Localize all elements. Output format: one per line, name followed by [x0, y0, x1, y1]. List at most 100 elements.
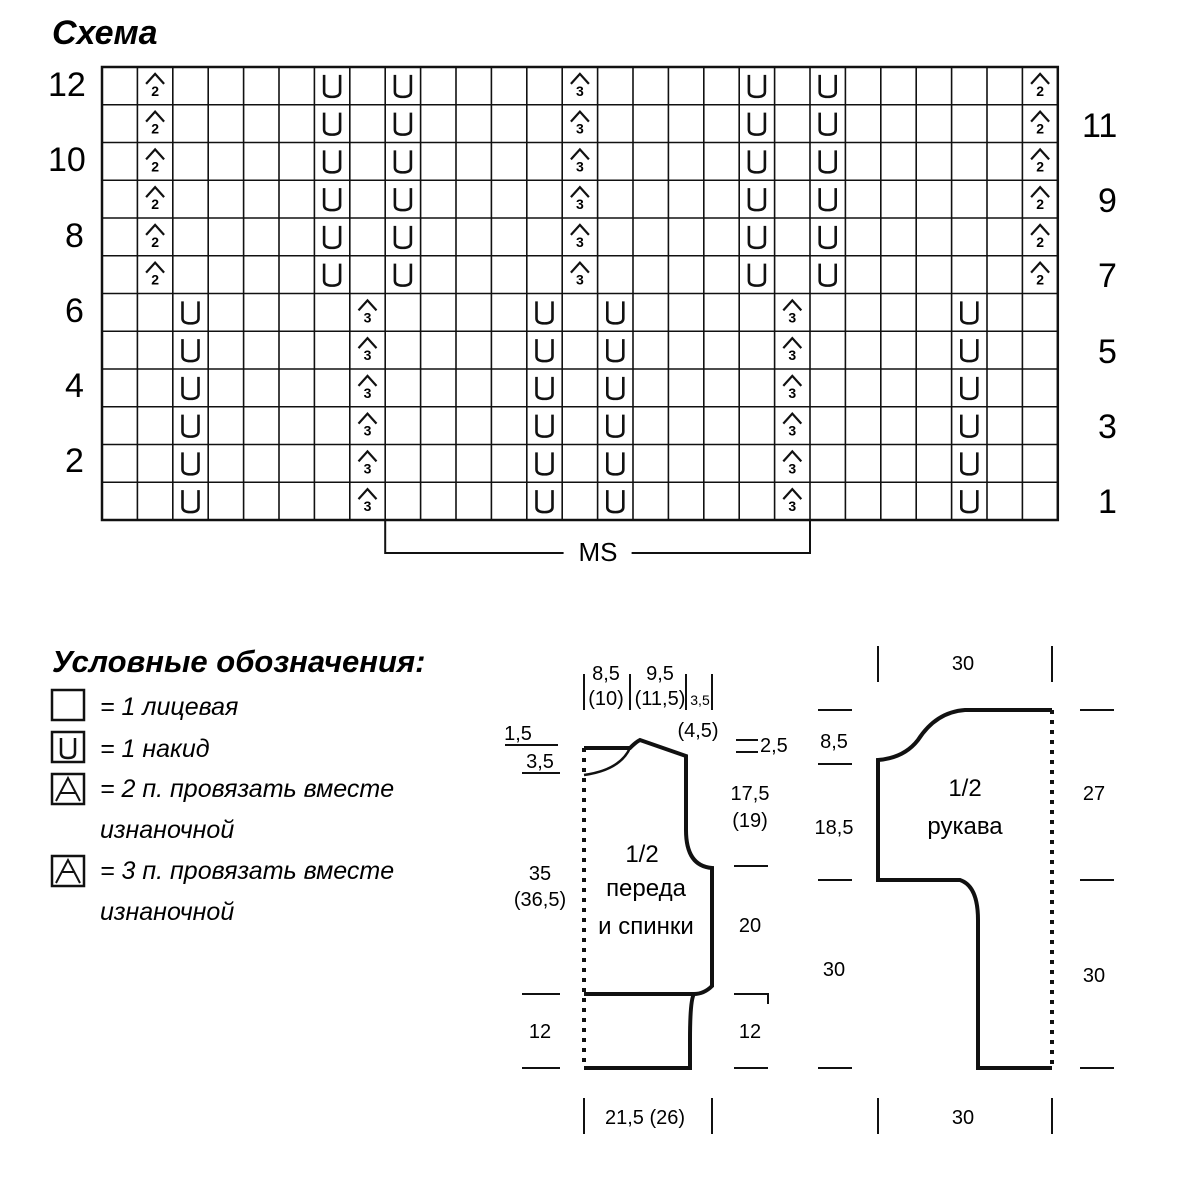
dec2-icon: [145, 223, 165, 236]
dec2-number: 2: [1036, 234, 1044, 250]
yarn-over-icon: [393, 225, 413, 250]
dim-label: (19): [732, 810, 768, 832]
yarn-over-icon: [181, 490, 200, 514]
dec3-icon: [357, 411, 378, 425]
dec3-icon: [357, 336, 378, 349]
yarn-over-icon: [818, 74, 837, 99]
yarn-over-icon: [393, 74, 413, 99]
legend-text: = 3 п. провязать вместе: [100, 857, 394, 885]
dec2-number: 2: [1036, 158, 1044, 174]
dec3-icon: [782, 411, 803, 425]
dim-label: 27: [1083, 783, 1105, 805]
dim-label: 1,5: [504, 723, 532, 745]
dec2-icon: [145, 72, 165, 85]
yarn-over-icon: [535, 301, 554, 325]
dec2-number: 2: [151, 196, 159, 212]
dec3-icon: [782, 336, 803, 349]
yarn-over-icon: [606, 301, 625, 325]
dim-label: 8,5: [820, 731, 848, 753]
dec2-number: 2: [1036, 83, 1044, 99]
dim-label: 30: [952, 1107, 974, 1129]
yarn-over-icon: [535, 414, 554, 438]
body-rib-outline: [584, 992, 698, 1070]
yarn-over-icon: [322, 150, 342, 174]
ms-label: MS: [579, 537, 618, 567]
dec2-number: 2: [151, 121, 159, 137]
dec3-number: 3: [364, 385, 372, 401]
yarn-over-icon: [960, 414, 979, 438]
dec2-icon: [145, 260, 165, 274]
yarn-over-icon: [393, 188, 413, 212]
chart-title: Схема: [52, 14, 158, 52]
sleeve-piece-label: рукава: [927, 813, 1003, 840]
dim-label: 17,5: [731, 783, 770, 805]
dim-label: 30: [952, 653, 974, 675]
body-piece-label: 1/2: [625, 841, 658, 868]
yarn-over-icon: [393, 112, 413, 136]
yarn-over-icon: [535, 376, 554, 401]
yarn-over-icon: [322, 263, 342, 287]
yarn-over-icon: [181, 301, 200, 325]
yarn-over-icon: [818, 225, 837, 250]
row-number: 6: [65, 292, 84, 330]
sleeve-piece-label: 1/2: [948, 775, 981, 802]
yarn-over-icon: [747, 112, 767, 136]
dec3-number: 3: [364, 309, 372, 325]
yarn-over-icon: [960, 339, 979, 363]
front-neck-curve: [583, 747, 632, 777]
dim-label: (11,5): [635, 688, 686, 710]
dim-label: 3,5: [526, 751, 554, 773]
yarn-over-icon: [181, 414, 200, 438]
right-row-numbers: 11 9 7 5 3 1: [1082, 107, 1117, 521]
dec3-number: 3: [576, 196, 584, 212]
row-number: 10: [48, 141, 86, 179]
dec2-number: 2: [151, 234, 159, 250]
dec2-icon: [1030, 185, 1050, 198]
row-number: 8: [65, 217, 84, 255]
sleeve-piece-schematic: 1/2 рукава 30 8,5 18,5 30 27 30 30: [815, 646, 1114, 1134]
dec3-icon: [782, 487, 803, 500]
legend-text: изнаночной: [100, 898, 234, 926]
yarn-over-icon: [606, 452, 625, 476]
dim-label: 30: [1083, 965, 1105, 987]
legend-title: Условные обозначения:: [52, 644, 426, 679]
row-number: 9: [1098, 182, 1117, 220]
row-number: 11: [1082, 107, 1117, 145]
legend-text: = 1 накид: [100, 735, 210, 763]
yarn-over-icon: [747, 263, 767, 287]
dec2-number: 2: [1036, 272, 1044, 288]
yarn-over-icon: [747, 74, 767, 99]
body-piece-label: переда: [606, 875, 687, 902]
dec2-icon: [1030, 72, 1050, 85]
dec3-symbol-icon: [50, 854, 86, 888]
yarn-over-icon: [747, 150, 767, 174]
yarn-over-icon: [818, 263, 837, 287]
dim-label: 9,5: [646, 663, 674, 685]
dec3-icon: [782, 298, 803, 312]
dec3-icon: [570, 147, 590, 161]
dec2-icon: [1030, 223, 1050, 236]
dec2-icon: [145, 185, 165, 198]
dim-label: 21,5 (26): [605, 1107, 685, 1129]
dec3-icon: [570, 223, 590, 236]
stitch-chart-grid: [100, 65, 1060, 522]
dec3-number: 3: [576, 234, 584, 250]
dec3-number: 3: [788, 385, 796, 401]
dec2-number: 2: [151, 83, 159, 99]
yarn-over-icon: [322, 74, 342, 99]
yarn-over-icon: [606, 339, 625, 363]
legend-item-knit: = 1 лицевая: [50, 688, 238, 722]
yarn-over-symbol-icon: [50, 730, 86, 764]
dim-label: 20: [739, 915, 761, 937]
legend-item-dec2: = 2 п. провязать вместе изнаночной: [50, 772, 394, 844]
yarn-over-icon: [960, 452, 979, 476]
row-number: 2: [65, 442, 84, 480]
dim-label: 3,5: [690, 692, 710, 708]
yarn-over-icon: [606, 414, 625, 438]
dim-label: 2,5: [760, 735, 788, 757]
dec3-icon: [570, 185, 590, 198]
dec3-number: 3: [364, 423, 372, 439]
dec3-icon: [357, 374, 378, 387]
